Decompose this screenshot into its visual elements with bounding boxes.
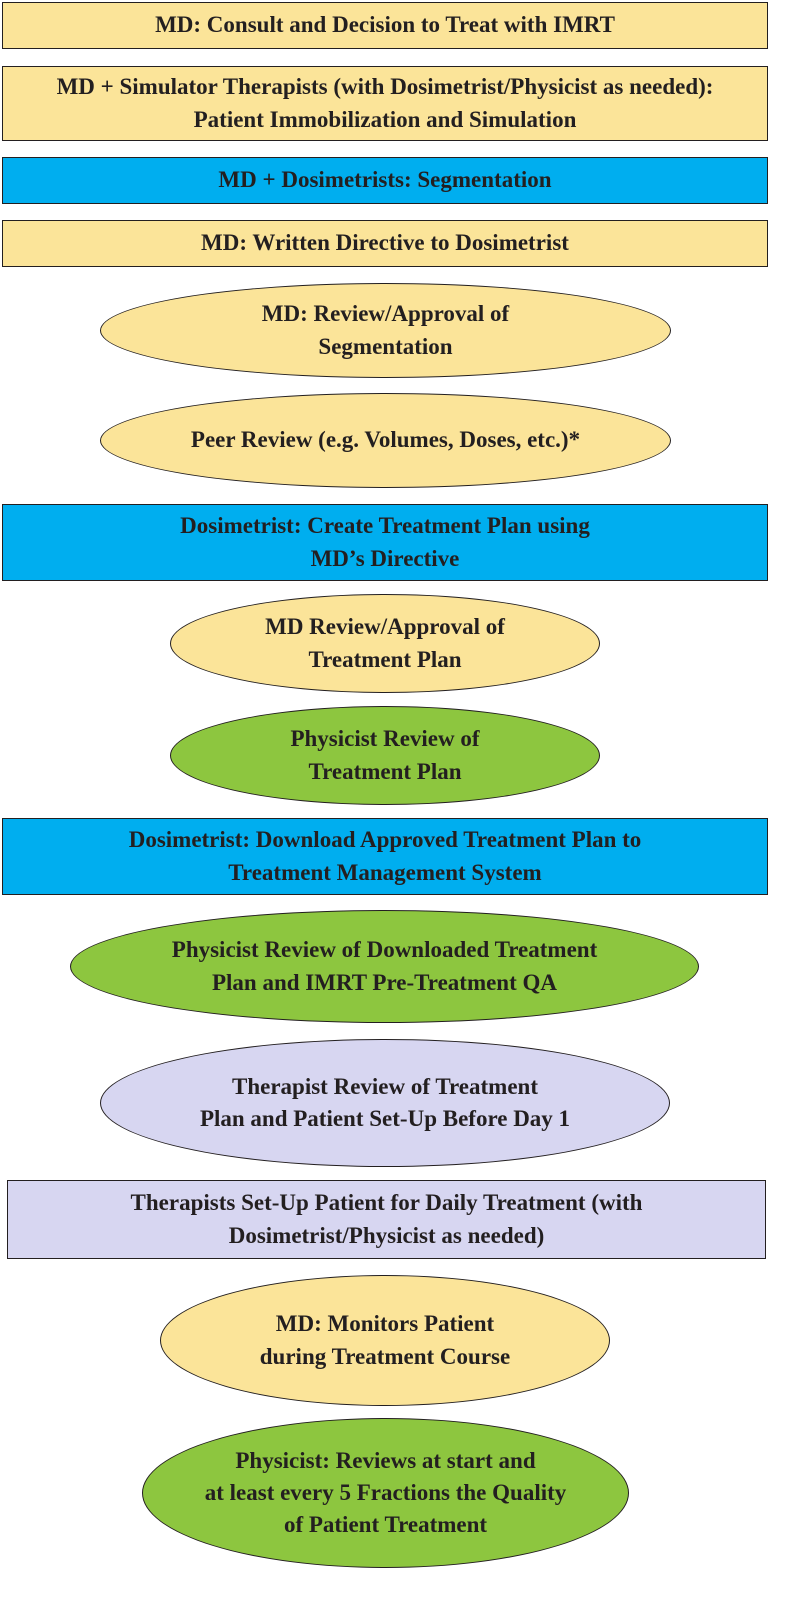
- workflow-step-label: Peer Review (e.g. Volumes, Doses, etc.)*: [190, 427, 581, 453]
- workflow-step-label: MD: Consult and Decision to Treat with I…: [155, 12, 615, 38]
- workflow-step-label: Therapist Review of Treatment Plan and P…: [199, 1073, 571, 1131]
- workflow-step-label: Therapists Set-Up Patient for Daily Trea…: [130, 1190, 643, 1248]
- workflow-step-label: Physicist Review of Downloaded Treatment…: [171, 937, 598, 995]
- workflow-step-10-box: Dosimetrist: Download Approved Treatment…: [2, 818, 768, 895]
- workflow-step-label: MD: Written Directive to Dosimetrist: [201, 230, 569, 256]
- workflow-step-3-box: MD + Dosimetrists: Segmentation: [2, 157, 768, 204]
- workflow-step-label: MD + Dosimetrists: Segmentation: [218, 167, 552, 193]
- workflow-step-1-box: MD: Consult and Decision to Treat with I…: [2, 2, 768, 49]
- workflow-step-15-ellipse: Physicist: Reviews at start and at least…: [142, 1418, 629, 1568]
- workflow-step-12-ellipse: Therapist Review of Treatment Plan and P…: [100, 1039, 670, 1167]
- workflow-step-label: MD Review/Approval of Treatment Plan: [265, 614, 505, 672]
- workflow-step-label: MD: Review/Approval of Segmentation: [261, 301, 510, 359]
- workflow-step-label: MD: Monitors Patient during Treatment Co…: [259, 1311, 511, 1369]
- workflow-step-11-ellipse: Physicist Review of Downloaded Treatment…: [70, 910, 699, 1023]
- workflow-step-6-ellipse: Peer Review (e.g. Volumes, Doses, etc.)*: [100, 393, 671, 488]
- workflow-step-2-box: MD + Simulator Therapists (with Dosimetr…: [2, 66, 768, 141]
- workflow-step-label: Physicist Review of Treatment Plan: [290, 726, 480, 784]
- workflow-step-9-ellipse: Physicist Review of Treatment Plan: [170, 706, 600, 805]
- workflow-step-14-ellipse: MD: Monitors Patient during Treatment Co…: [160, 1275, 610, 1406]
- workflow-step-label: MD + Simulator Therapists (with Dosimetr…: [56, 74, 714, 132]
- workflow-step-label: Dosimetrist: Download Approved Treatment…: [128, 827, 642, 885]
- workflow-step-4-box: MD: Written Directive to Dosimetrist: [2, 220, 768, 267]
- workflow-step-label: Physicist: Reviews at start and at least…: [204, 1447, 567, 1538]
- workflow-step-label: Dosimetrist: Create Treatment Plan using…: [180, 513, 590, 571]
- workflow-step-7-box: Dosimetrist: Create Treatment Plan using…: [2, 504, 768, 581]
- workflow-step-8-ellipse: MD Review/Approval of Treatment Plan: [170, 594, 600, 693]
- workflow-step-13-box: Therapists Set-Up Patient for Daily Trea…: [7, 1180, 766, 1259]
- workflow-step-5-ellipse: MD: Review/Approval of Segmentation: [100, 283, 671, 378]
